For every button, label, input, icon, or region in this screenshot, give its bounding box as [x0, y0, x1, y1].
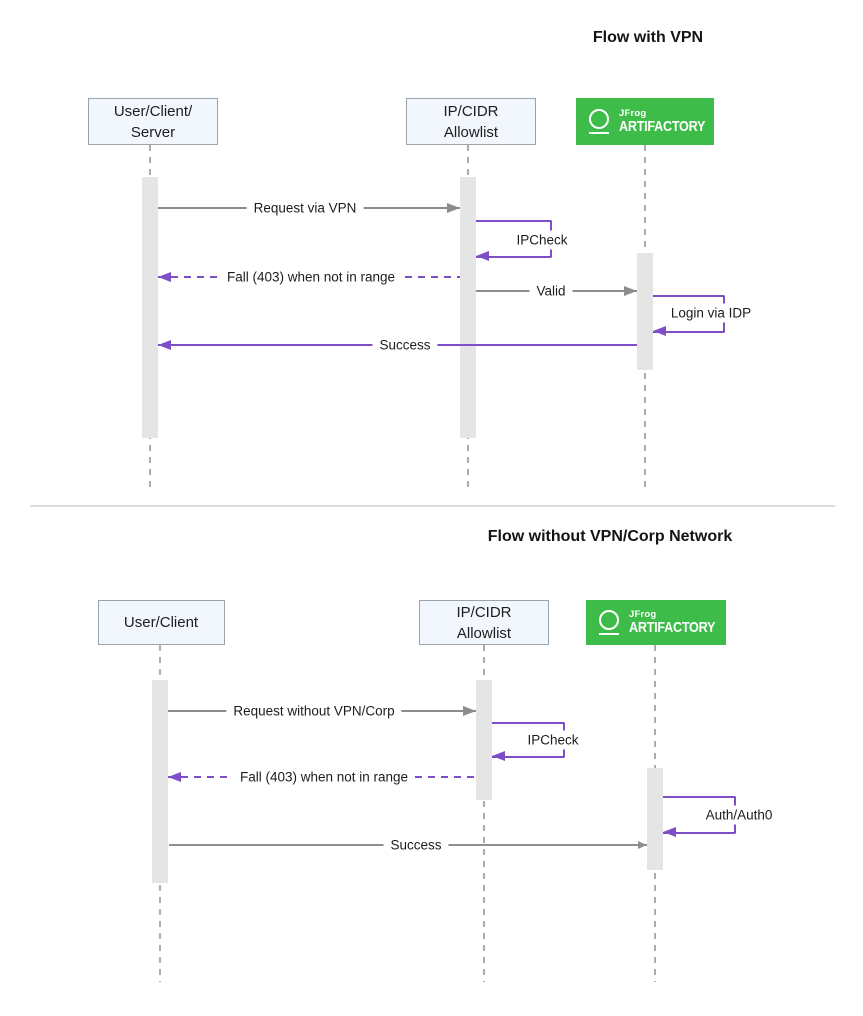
flow-with-vpn-title: Flow with VPN [592, 29, 704, 46]
jfrog-brand-label: JFrog [629, 609, 657, 620]
jfrog-brand-label: JFrog [619, 108, 647, 119]
arrowhead-left-icon [158, 271, 171, 282]
message-label: Request without VPN/Corp [226, 701, 402, 721]
arrowhead-left-icon [168, 771, 181, 782]
jfrog-underline-icon [599, 632, 619, 636]
message-label: Fall (403) when not in range [232, 767, 416, 787]
activation-bar [647, 768, 663, 870]
activation-bar [476, 680, 492, 800]
jfrog-circle-icon [599, 609, 619, 630]
arrowhead-right-icon [463, 705, 476, 716]
lifeline-ip-cidr-allowlist [483, 645, 485, 982]
actor-box-user-client-server: User/Client/ Server [88, 98, 218, 145]
message-label: Fall (403) when not in range [219, 267, 403, 287]
actor-label: IP/CIDR Allowlist [456, 603, 512, 642]
actor-box-ip-cidr-allowlist: IP/CIDR Allowlist [419, 600, 549, 645]
activation-bar [152, 680, 168, 883]
activation-bar [460, 177, 476, 438]
flow-without-vpn-title: Flow without VPN/Corp Network [487, 528, 733, 545]
jfrog-circle-icon [589, 108, 609, 129]
arrowhead-right-icon [638, 841, 647, 849]
self-message-label: Login via IDP [663, 303, 759, 323]
self-message-label: IPCheck [520, 730, 586, 750]
arrowhead-left-icon [663, 827, 676, 837]
arrowhead-left-icon [492, 751, 505, 761]
arrowhead-left-icon [476, 251, 489, 261]
section-divider [30, 505, 835, 507]
self-message-label: IPCheck [509, 230, 575, 250]
jfrog-product-label: ARTIFACTORY [619, 118, 706, 135]
activation-bar [142, 177, 158, 438]
message-label: Success [383, 835, 449, 855]
jfrog-frog-icon [599, 609, 619, 636]
arrowhead-right-icon [624, 285, 637, 296]
jfrog-underline-icon [589, 131, 609, 135]
arrowhead-right-icon [447, 202, 460, 213]
self-message-label: Auth/Auth0 [698, 805, 780, 825]
message-label: Valid [529, 281, 573, 301]
jfrog-frog-icon [589, 108, 609, 135]
actor-box-ip-cidr-allowlist: IP/CIDR Allowlist [406, 98, 536, 145]
actor-label: User/Client [123, 614, 199, 631]
jfrog-product-label: ARTIFACTORY [629, 619, 716, 636]
activation-bar [637, 253, 653, 370]
message-label: Success [372, 335, 438, 355]
message-label: Request via VPN [246, 198, 364, 218]
actor-label: IP/CIDR Allowlist [443, 102, 499, 141]
actor-box-user-client: User/Client [97, 600, 225, 645]
arrowhead-left-icon [653, 326, 666, 336]
arrowhead-left-icon [158, 339, 171, 350]
actor-label: User/Client/ Server [113, 102, 193, 141]
